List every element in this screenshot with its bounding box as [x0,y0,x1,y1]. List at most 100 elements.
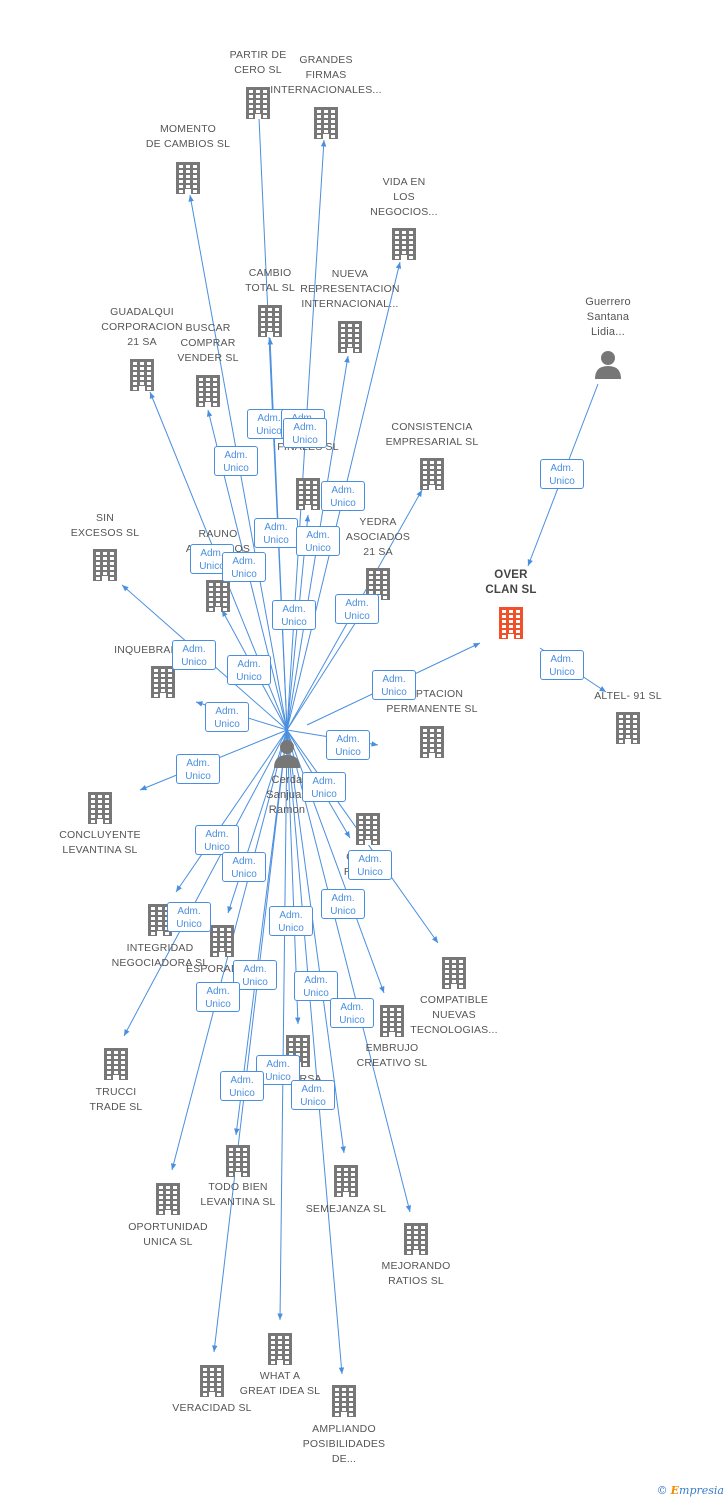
role-badge-adm-unico[interactable]: Adm.Unico [176,754,220,784]
building-icon [265,1331,295,1370]
role-badge-adm-unico[interactable]: Adm.Unico [269,906,313,936]
role-badge-line: Adm. [215,706,239,717]
role-badge-line: Adm. [279,910,303,921]
role-badge-adm-unico[interactable]: Adm.Unico [195,825,239,855]
node-label-line: CONCLUYENTE [59,829,141,841]
role-badge-adm-unico[interactable]: Adm.Unico [321,889,365,919]
role-badge-line: Unico [311,789,337,800]
role-badge-adm-unico[interactable]: Adm.Unico [227,655,271,685]
node-label-line: GREAT IDEA SL [239,1385,321,1397]
role-badge-line: Unico [303,988,329,999]
role-badge-adm-unico[interactable]: Adm.Unico [220,1071,264,1101]
role-badge-adm-unico[interactable]: Adm.Unico [172,640,216,670]
role-badge-line: Unico [339,1015,365,1026]
role-badge-line: Adm. [345,598,369,609]
role-badge-line: Unico [242,977,268,988]
role-badge-line: Unico [185,771,211,782]
role-badge-line: Adm. [230,1075,254,1086]
building-icon [90,547,120,586]
role-badge-adm-unico[interactable]: Adm.Unico [372,670,416,700]
person-icon [272,738,302,773]
edge-veracidad [213,729,288,1353]
node-label-line: CAMBIO [248,267,292,279]
role-badge-adm-unico[interactable]: Adm.Unico [233,960,277,990]
node-label-line: ALTEL- 91 SL [594,690,662,702]
building-icon [243,85,273,124]
role-badge-adm-unico[interactable]: Adm.Unico [302,772,346,802]
role-badge-adm-unico[interactable]: Adm.Unico [214,446,258,476]
role-badge-adm-unico[interactable]: Adm.Unico [330,998,374,1028]
node-label-line: LEVANTINA SL [62,844,138,856]
arrow-head [140,785,147,791]
node-label-line: PARTIR DE [229,49,287,61]
role-badge-adm-unico[interactable]: Adm.Unico [294,971,338,1001]
role-badge-adm-unico[interactable]: Adm.Unico [222,552,266,582]
arrow-head [416,490,422,497]
node-label-line: VERACIDAD SL [172,1402,252,1414]
role-badge-adm-unico[interactable]: Adm.Unico [540,650,584,680]
role-badge-adm-unico[interactable]: Adm.Unico [321,481,365,511]
node-label-line: LOS [393,191,415,203]
role-badge-line: Adm. [232,556,256,567]
node-label-line: CAPTACION [400,688,464,700]
arrow-head [338,1367,345,1374]
arrow-head [196,701,203,707]
node-label-line: NEGOCIADORA SL [111,957,209,969]
role-badge-adm-unico[interactable]: Adm.Unico [222,852,266,882]
role-badge-adm-unico[interactable]: Adm.Unico [296,526,340,556]
role-badge-adm-unico[interactable]: Adm. Unico [326,730,370,760]
building-icon [203,578,233,617]
node-label-line: GUADALQUI [110,306,174,318]
role-badge-adm-unico[interactable]: Adm.Unico [335,594,379,624]
role-badge-adm-unico[interactable]: Adm.Unico [196,982,240,1012]
role-badge-adm-unico[interactable]: Adm.Unico [254,518,298,548]
arrow-head [432,936,438,943]
role-badge-line: Adm. [336,734,360,745]
node-label-line: VIDA EN [382,176,426,188]
role-badge-line: Adm. [331,893,355,904]
building-icon [255,303,285,342]
arrow-head [371,741,378,747]
role-badge-adm-unico[interactable]: Adm.Unico [291,1080,335,1110]
building-icon [127,357,157,396]
role-badge-line: Unico [199,561,225,572]
node-label-line: MEJORANDO [381,1260,451,1272]
role-badge-adm-unico[interactable]: Adm.Unico [272,600,316,630]
building-icon [335,319,365,358]
node-label: VERACIDAD SL [152,1401,272,1416]
node-label-line: CLAN SL [485,584,537,596]
role-badge-adm-unico[interactable]: Adm.Unico [283,418,327,448]
node-label-line: CORPORACION [101,321,183,333]
node-label-line: EMBRUJO [365,1042,419,1054]
node-label-line: CONSISTENCIA [391,421,473,433]
role-badge-line: Adm. [177,906,201,917]
building-icon [193,373,223,412]
role-badge-line: Unico [335,747,361,758]
role-badge-adm-unico[interactable]: Adm.Unico [205,702,249,732]
node-label-line: TRUCCI [95,1086,137,1098]
building-icon [417,724,447,763]
role-badge-line: Unico [231,869,257,880]
node-label-line: RAUNO [198,528,238,540]
building-icon [331,1163,361,1202]
building-icon [353,811,383,850]
role-badge-adm-unico[interactable]: Adm.Unico [348,850,392,880]
node-label-line: FIRMAS [305,69,347,81]
role-badge-adm-unico[interactable]: Adm. Unico [167,902,211,932]
node-label-line: NEGOCIOS... [370,206,438,218]
role-badge-line: Unico [176,919,202,930]
node-label-line: REPRESENTACION [300,283,400,295]
role-badge-adm-unico[interactable]: Adm.Unico [540,459,584,489]
building-icon [153,1181,183,1220]
arrow-head [212,1345,218,1352]
